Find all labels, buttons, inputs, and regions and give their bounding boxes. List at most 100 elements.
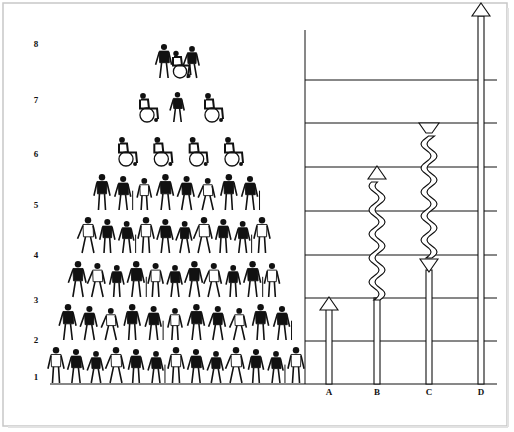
person-figure — [264, 263, 279, 297]
illustration-part — [148, 271, 163, 297]
frame-shadow — [507, 8, 509, 427]
illustration-part — [119, 137, 125, 143]
illustration-part — [244, 269, 261, 297]
illustration-part — [240, 221, 246, 227]
illustration-part — [229, 272, 238, 283]
illustration-part — [63, 311, 74, 323]
illustration-part — [205, 178, 211, 184]
wheelchair-figure — [154, 137, 172, 166]
illustration-part — [167, 273, 182, 297]
illustration-part — [140, 108, 154, 122]
illustration-part — [213, 351, 219, 357]
illustration-part — [219, 226, 229, 238]
illustration-part — [141, 224, 151, 236]
illustration-part — [238, 228, 248, 239]
level-number: 5 — [34, 201, 39, 210]
person-figure — [156, 44, 172, 78]
illustration-part — [127, 311, 137, 323]
illustration-part — [188, 312, 205, 340]
illustration-part — [209, 270, 219, 282]
trajectory-letter: A — [326, 388, 333, 397]
illustration-part — [78, 225, 97, 253]
illustration-part — [73, 268, 83, 280]
illustration-part — [268, 359, 283, 383]
illustration-part — [157, 227, 173, 253]
level-number: 7 — [34, 96, 39, 105]
illustration-part — [140, 185, 149, 196]
illustration-part — [154, 137, 160, 143]
illustration-part — [138, 225, 154, 253]
illustration-part — [106, 315, 116, 326]
trajectory-letter: D — [478, 388, 485, 397]
illustration-part — [118, 183, 128, 195]
illustration-part — [191, 356, 201, 368]
person-figure — [226, 265, 240, 297]
wheelchair-figure — [225, 137, 243, 166]
illustration-part — [133, 261, 139, 267]
illustration-part — [145, 314, 161, 340]
illustration-part — [48, 355, 64, 383]
illustration-part — [157, 182, 174, 210]
illustration-part — [235, 315, 245, 326]
person-figure — [288, 347, 304, 383]
illustration-part — [153, 351, 159, 357]
person-figure — [168, 347, 184, 383]
illustration-part — [291, 354, 301, 366]
person-figure — [94, 174, 110, 210]
person-figure — [185, 261, 203, 297]
person-figure — [254, 217, 270, 253]
illustration-part — [235, 229, 250, 253]
illustration-part — [124, 221, 130, 227]
illustration-part — [259, 217, 265, 223]
illustration-part — [173, 347, 179, 353]
person-figure — [168, 308, 182, 340]
illustration-part — [110, 273, 124, 297]
illustration-part — [168, 355, 184, 383]
person-figure — [209, 306, 226, 340]
level-grid — [50, 30, 497, 384]
person-figure — [48, 347, 64, 383]
illustration-part — [257, 304, 263, 310]
person-figure — [137, 178, 151, 210]
person-figure — [188, 304, 205, 340]
illustration-part — [249, 261, 255, 267]
illustration-part — [119, 152, 133, 166]
illustration-part — [279, 306, 285, 312]
illustration-part — [182, 183, 192, 195]
illustration-part — [135, 235, 136, 253]
illustration-part — [205, 108, 219, 122]
illustration-part — [94, 263, 100, 269]
level-number: 6 — [34, 150, 39, 159]
illustration-part — [170, 99, 184, 122]
illustration-part — [189, 268, 199, 280]
illustration-part — [203, 185, 213, 196]
level-number: 1 — [34, 373, 39, 382]
arrow-head — [320, 297, 338, 310]
wavy-arrow-shaft — [421, 136, 437, 258]
illustration-part — [191, 311, 202, 323]
illustration-part — [171, 354, 181, 366]
person-figure — [230, 308, 247, 340]
illustration-part — [233, 347, 239, 353]
illustration-part — [106, 355, 125, 383]
illustration-part — [253, 349, 259, 355]
illustration-part — [159, 51, 169, 63]
illustration-part — [120, 176, 126, 182]
person-figure — [138, 217, 154, 253]
illustration-part — [152, 358, 162, 369]
person-figure — [177, 176, 194, 210]
illustration-part — [259, 191, 260, 210]
wavy-arrow-shaft — [369, 182, 385, 300]
illustration-part — [51, 354, 61, 366]
illustration-part — [226, 174, 232, 180]
illustration-part — [224, 181, 234, 193]
wheelchair-figure — [119, 137, 137, 166]
illustration-part — [100, 227, 115, 253]
illustration-part — [131, 356, 141, 368]
person-figure — [274, 306, 292, 340]
person-figure — [198, 178, 215, 210]
arrow-head — [420, 259, 438, 272]
illustration-part — [211, 263, 217, 269]
illustration-part — [201, 217, 207, 223]
arrow-head — [472, 3, 490, 16]
